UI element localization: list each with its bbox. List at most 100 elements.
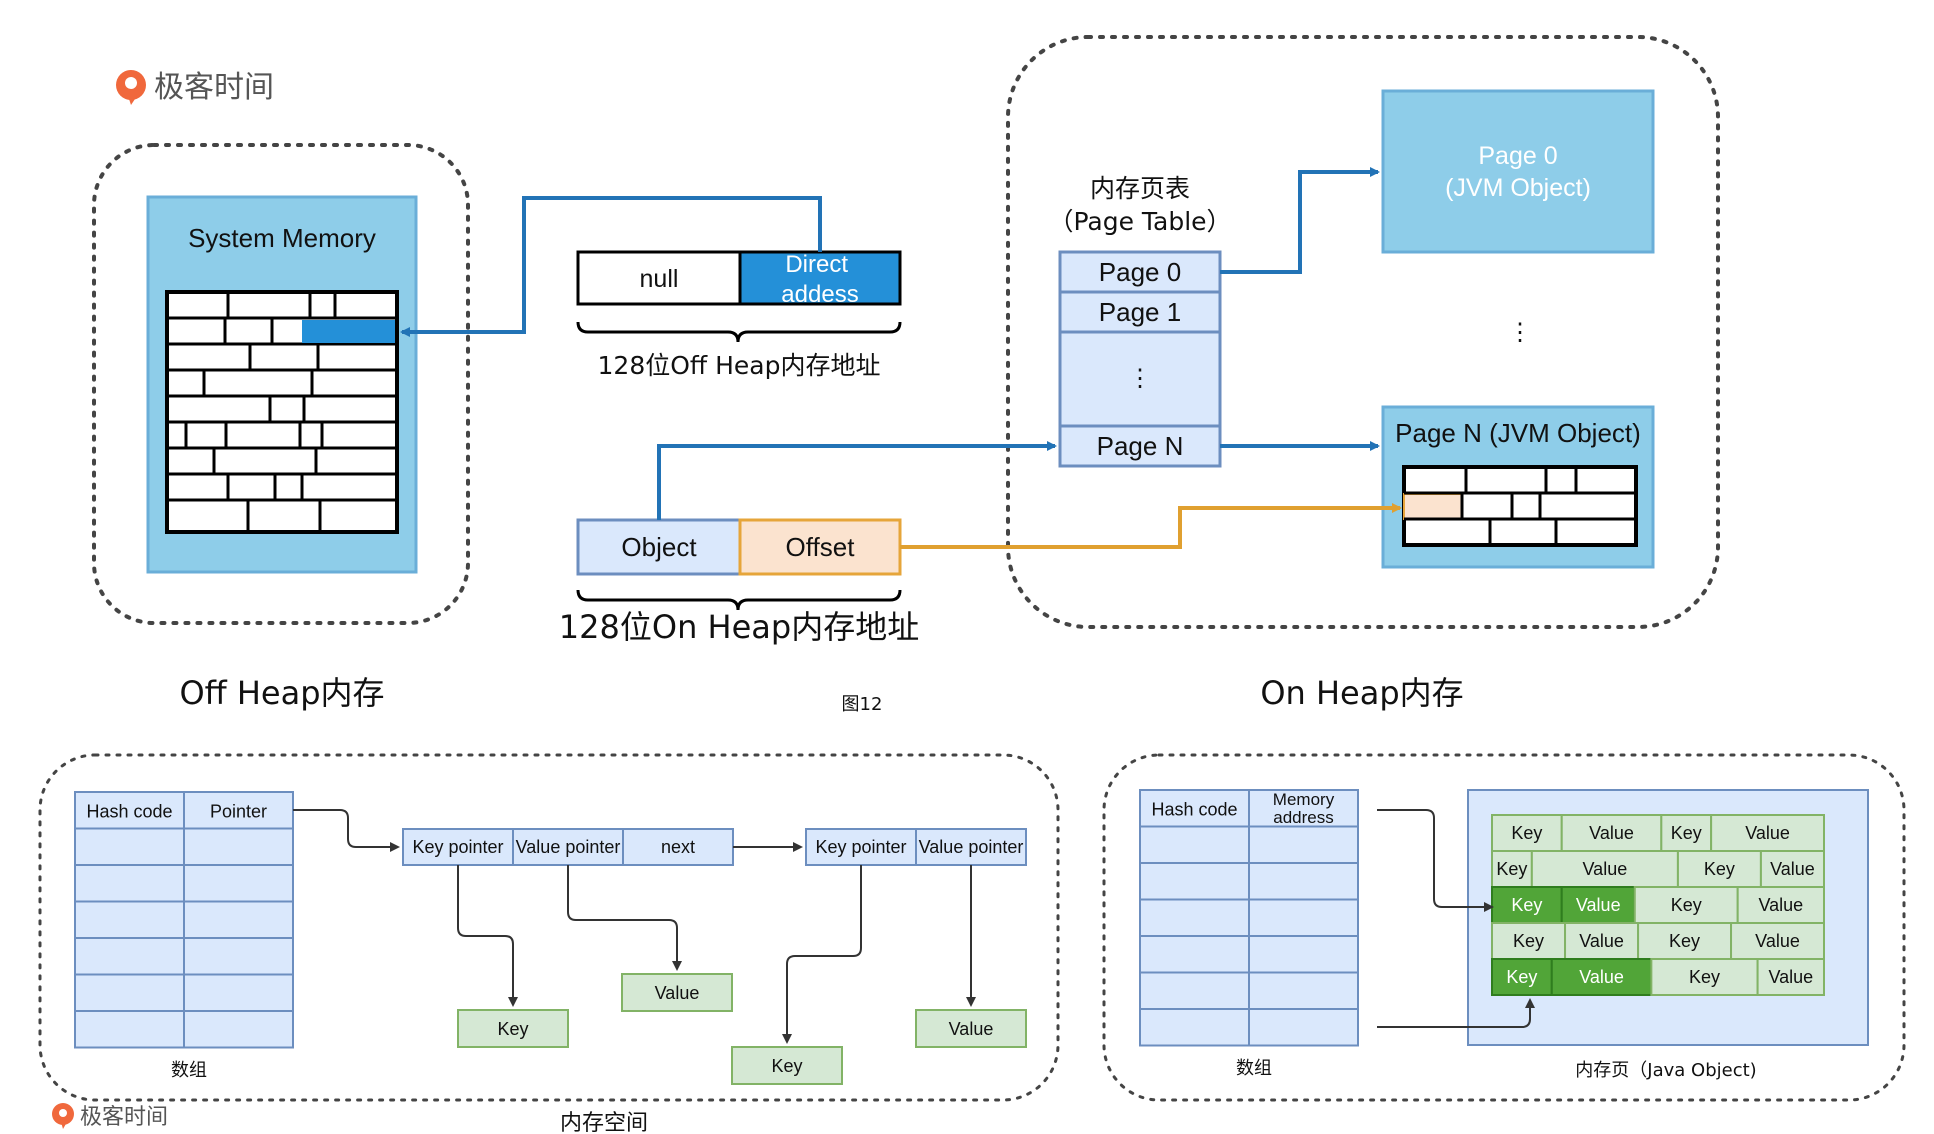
- array-cell: [1139, 935, 1250, 974]
- kv-value-cell: [1736, 886, 1826, 924]
- figure-label: 图12: [842, 694, 883, 715]
- offset-cell-label: Offset: [786, 532, 856, 562]
- null-cell-label: null: [640, 265, 679, 293]
- page0-pointer-arrow: [1220, 167, 1380, 274]
- array-cell: [74, 1010, 185, 1049]
- array-cell: [183, 1010, 294, 1049]
- kv-key-label: Key: [1506, 967, 1537, 987]
- node1-next: [622, 828, 734, 866]
- array-cell: [1139, 1008, 1250, 1047]
- direct-address-cell: [738, 250, 902, 306]
- kv-key-label: Key: [1511, 895, 1542, 915]
- value-box-2: [915, 1009, 1027, 1048]
- page0-line2: (JVM Object): [1445, 174, 1591, 202]
- array-cell: [1139, 898, 1250, 937]
- array-cell: [1248, 898, 1359, 937]
- offset-cell: [738, 518, 902, 576]
- kv-key-cell: [1491, 886, 1563, 924]
- node1-value-pointer: [512, 828, 624, 866]
- address-to-row5-arrow: [1377, 998, 1535, 1028]
- kv-key-label: Key: [1671, 895, 1702, 915]
- kv-key-label: Key: [1513, 931, 1544, 951]
- direct-memory-block: [302, 320, 395, 343]
- object-cell: [576, 518, 742, 576]
- object-cell-label: Object: [621, 532, 697, 562]
- on-heap-caption: On Heap内存: [1260, 674, 1463, 712]
- brand-name: 极客时间: [154, 70, 274, 105]
- direct-address-arrow: [400, 196, 822, 337]
- array-cell: [74, 827, 185, 866]
- kv-key-cell: [1633, 886, 1739, 924]
- array-header-cell: [74, 791, 185, 830]
- bottom-right-array-caption: 数组: [1236, 1058, 1272, 1079]
- page-table-row: [1058, 290, 1222, 334]
- page-table-ellipsis: ⋮: [1128, 365, 1152, 392]
- off-heap-address-brace: [576, 321, 902, 343]
- array-header-label: Hash code: [86, 801, 172, 821]
- brand-name-small: 极客时间: [80, 1105, 168, 1130]
- array-cell: [1248, 971, 1359, 1010]
- array-cell: [1248, 935, 1359, 974]
- geektime-logo-top: 极客时间: [116, 70, 274, 105]
- kv-value-cell: [1710, 814, 1825, 852]
- node1-value-pointer-label: Value pointer: [516, 837, 621, 857]
- array-cell: [183, 937, 294, 976]
- kv-value-cell: [1756, 958, 1825, 996]
- node1-next-label: next: [661, 837, 695, 857]
- offset-arrow: [900, 503, 1402, 549]
- on-heap-dotted-border: [1006, 35, 1720, 629]
- kv-value-label: Value: [1583, 859, 1628, 879]
- array-cell: [183, 827, 294, 866]
- null-cell: [576, 250, 742, 306]
- kv-key-cell: [1637, 922, 1733, 960]
- array-header-label: Hash code: [1151, 799, 1237, 819]
- page-table-row-label: Page N: [1097, 431, 1184, 461]
- offset-object-block: [1403, 493, 1463, 520]
- array-cell: [1139, 825, 1250, 864]
- key-box-2-label: Key: [771, 1056, 802, 1076]
- memory-space-caption: 内存空间: [560, 1111, 648, 1134]
- array-cell: [74, 937, 185, 976]
- pages-ellipsis: ⋮: [1508, 319, 1532, 346]
- geektime-logo-icon: [116, 70, 146, 105]
- pageN-brick-grid: [1402, 465, 1638, 547]
- kv-key-label: Key: [1511, 823, 1542, 843]
- bottom-right-dotted-border: [1102, 753, 1906, 1102]
- value-box-1: [621, 973, 733, 1012]
- kv-value-cell: [1730, 922, 1826, 960]
- node1-key-arrow: [457, 865, 518, 1007]
- key-box-1: [457, 1009, 569, 1048]
- geektime-logo-icon: [52, 1103, 74, 1129]
- system-memory-brick-grid: [165, 290, 399, 534]
- array-cell: [183, 973, 294, 1012]
- kv-value-label: Value: [1768, 967, 1813, 987]
- memory-page-caption: 内存页（Java Object): [1575, 1060, 1756, 1081]
- kv-value-label: Value: [1579, 967, 1624, 987]
- value-box-1-label: Value: [655, 983, 700, 1003]
- bottom-left-array: Hash code Pointer: [74, 791, 294, 1049]
- array-cell: [1248, 862, 1359, 901]
- pointer-to-node1-arrow: [293, 809, 400, 852]
- array-cell: [1139, 971, 1250, 1010]
- bottom-left-dotted-border: [38, 753, 1060, 1102]
- node2-value-pointer: [915, 828, 1027, 866]
- direct-address-line1: Direct: [785, 251, 848, 278]
- kv-value-cell: [1759, 850, 1826, 888]
- array-header-label: address: [1273, 808, 1333, 827]
- array-header-label: Pointer: [210, 801, 267, 821]
- direct-address-label: Direct addess: [781, 251, 858, 308]
- page-table-row: [1058, 330, 1222, 428]
- value-box-2-label: Value: [949, 1019, 994, 1039]
- kv-key-cell: [1491, 958, 1553, 996]
- kv-value-cell: [1564, 922, 1640, 960]
- direct-address-line2: addess: [781, 281, 858, 308]
- node2-key-pointer-label: Key pointer: [815, 837, 906, 857]
- array-cell: [1248, 1008, 1359, 1047]
- on-heap-address-caption: 128位On Heap内存地址: [559, 608, 919, 646]
- array-cell: [1139, 862, 1250, 901]
- address-to-row3-arrow: [1377, 809, 1494, 912]
- kv-key-cell: [1676, 850, 1762, 888]
- kv-value-label: Value: [1755, 931, 1800, 951]
- page0-line1: Page 0: [1478, 142, 1557, 170]
